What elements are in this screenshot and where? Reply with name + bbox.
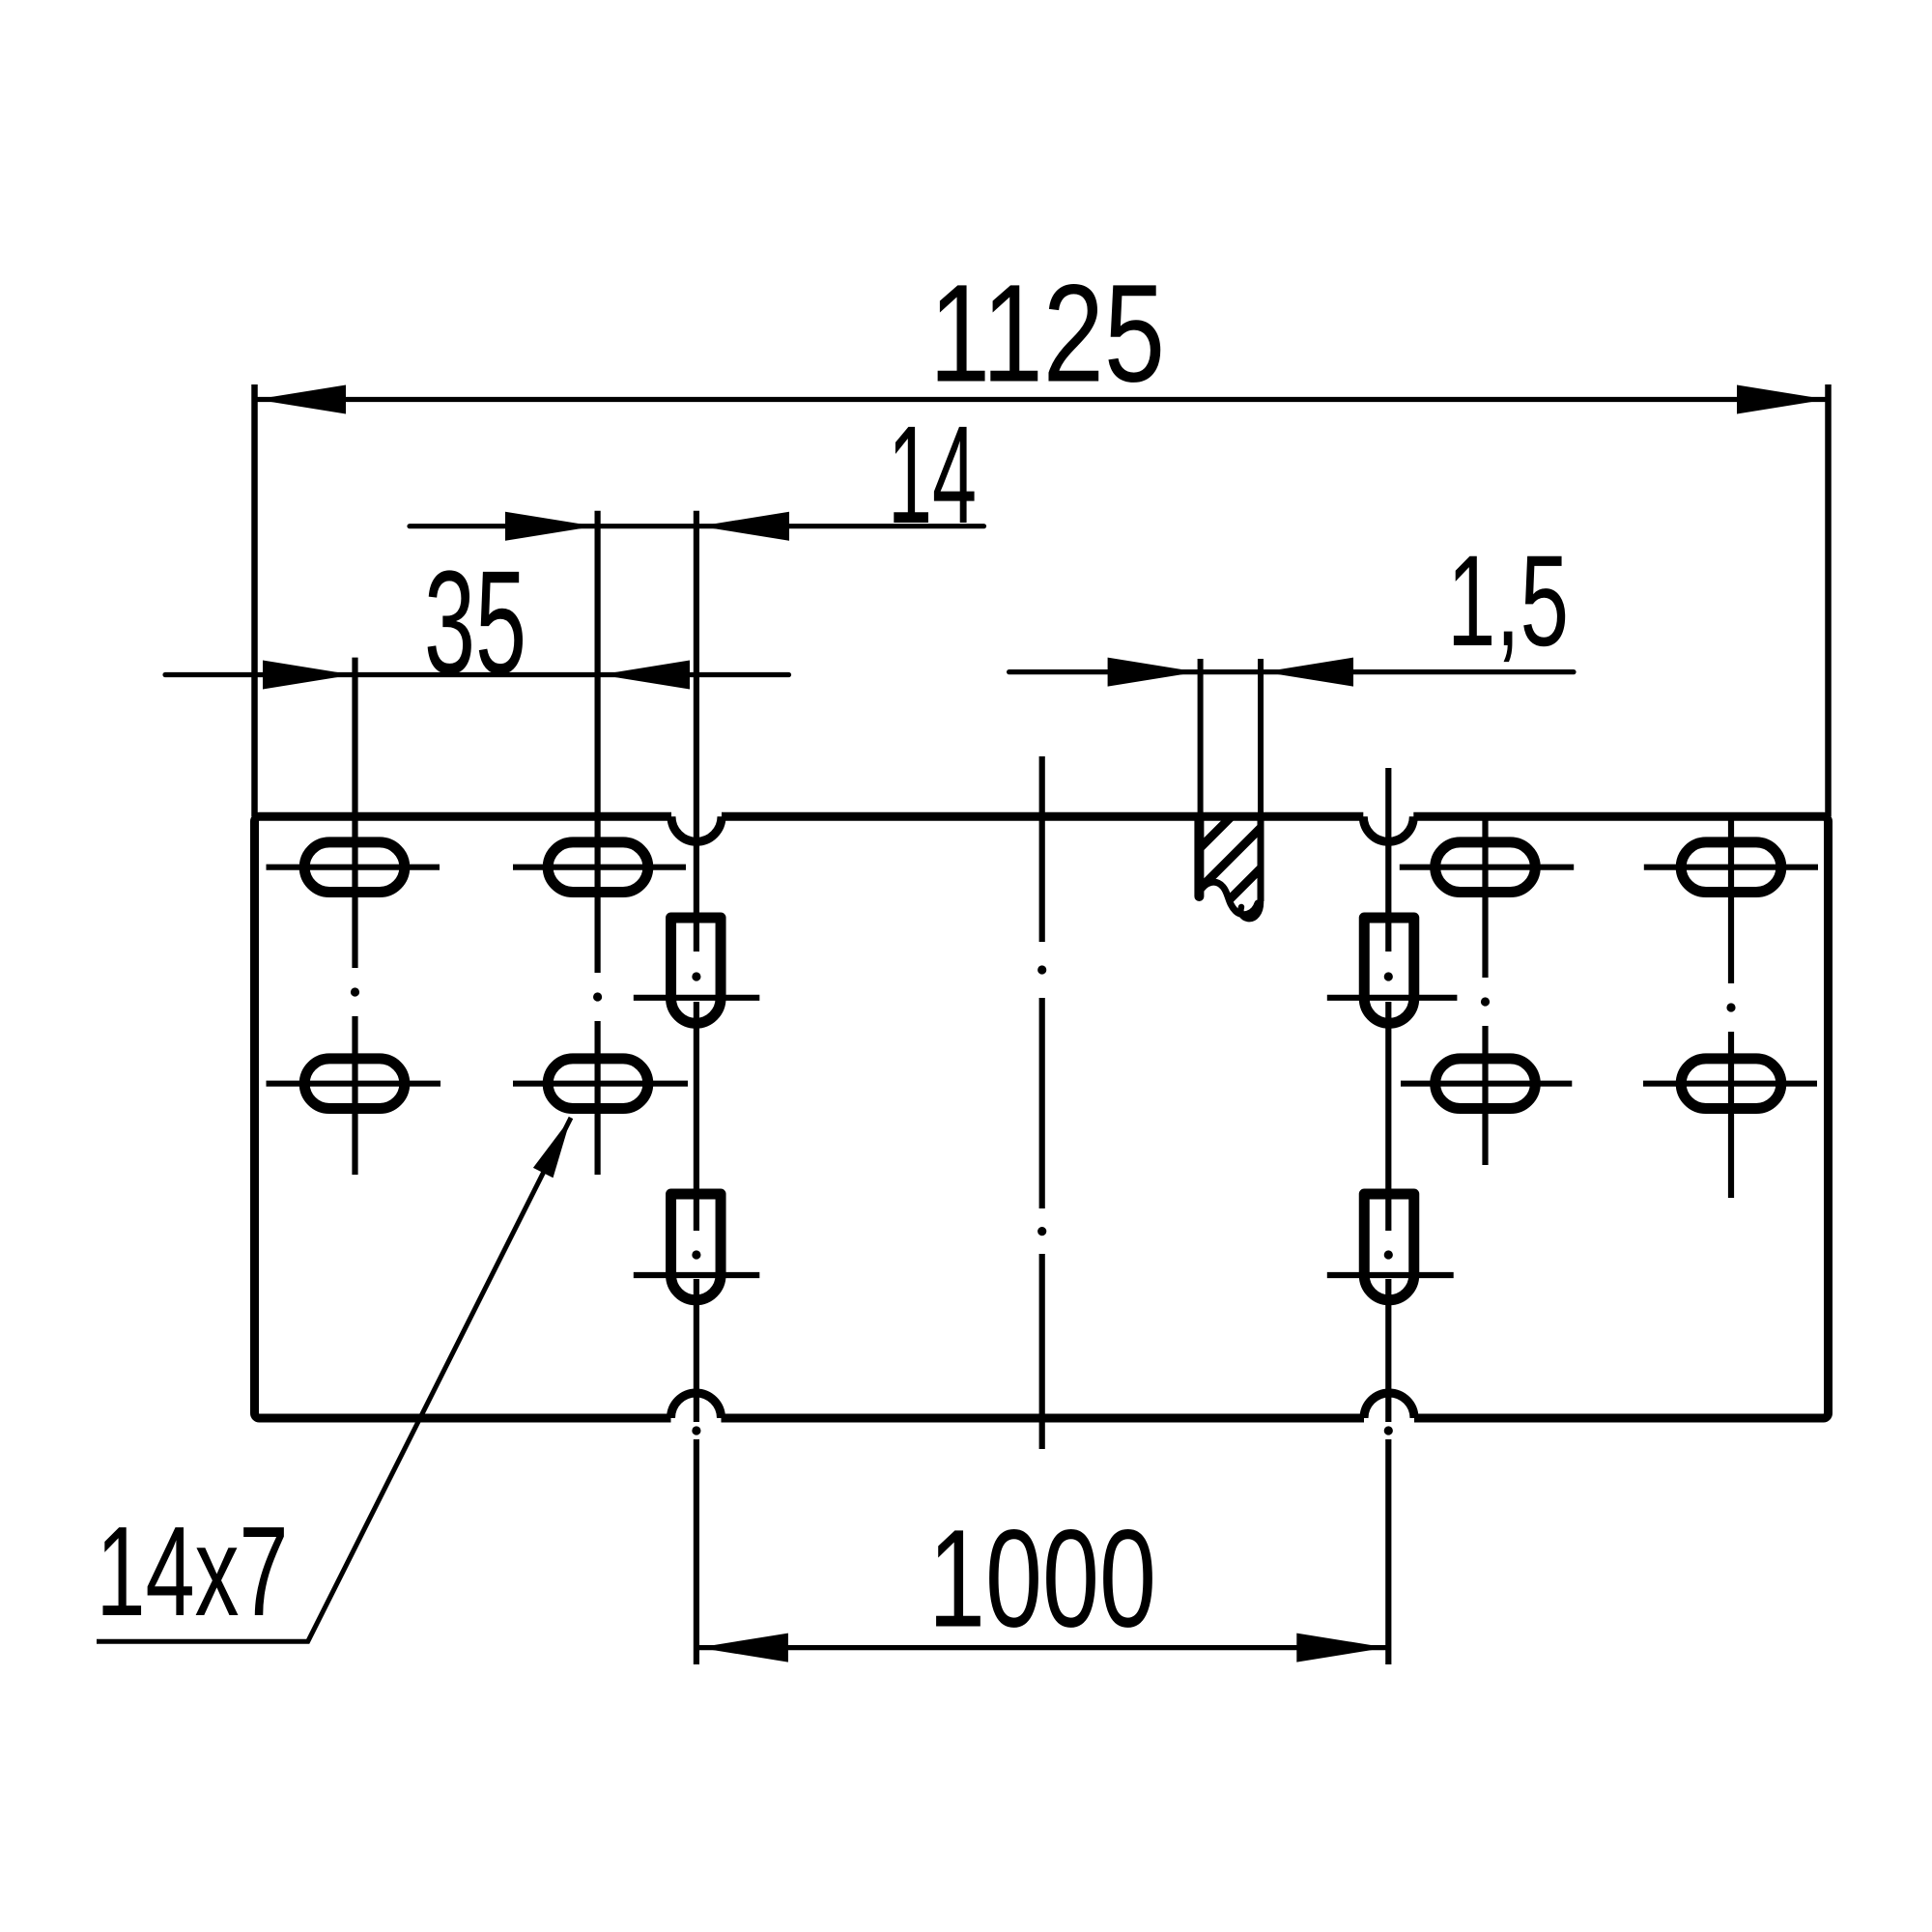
svg-text:14x7: 14x7 [97,1500,289,1642]
svg-text:14: 14 [888,397,977,553]
svg-text:35: 35 [424,541,526,705]
svg-text:1,5: 1,5 [1447,529,1569,673]
svg-text:1000: 1000 [928,1501,1156,1657]
svg-text:1125: 1125 [929,256,1165,412]
